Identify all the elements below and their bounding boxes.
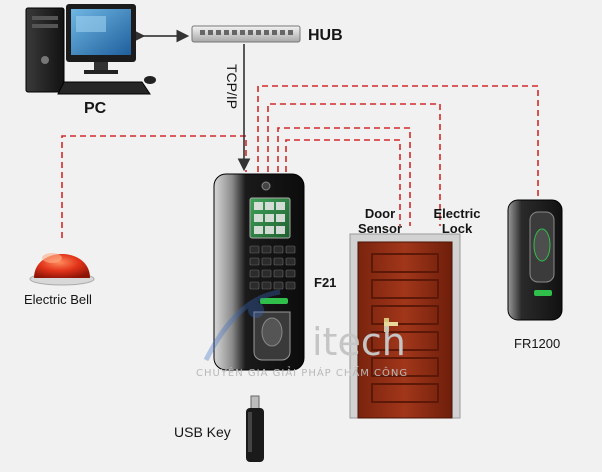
usb-key <box>246 395 264 462</box>
electric-lock-label: Electric Lock <box>426 206 488 236</box>
watermark-brand: itech <box>312 320 406 364</box>
electric-lock-line1: Electric <box>433 206 481 221</box>
fr1200-label: FR1200 <box>514 336 561 351</box>
electric-lock-line2: Lock <box>441 221 473 236</box>
watermark-logo <box>203 289 281 362</box>
fr1200-reader <box>507 199 563 321</box>
pc-tower <box>25 7 65 93</box>
f21-keypad <box>249 245 296 290</box>
usb-key-label: USB Key <box>174 424 231 440</box>
watermark-slogan: CHUYÊN GIA GIẢI PHÁP CHẤM CÔNG <box>196 368 409 379</box>
wire-electric-bell <box>61 135 247 238</box>
wire-electric-lock <box>267 103 441 226</box>
door-sensor-line1: Door <box>364 206 396 221</box>
electric-bell <box>29 253 95 286</box>
tcpip-label: TCP/IP <box>224 64 240 110</box>
door <box>349 233 461 419</box>
wire-fr1200 <box>257 85 539 196</box>
wiring <box>61 85 539 238</box>
pc-keyboard <box>57 81 151 95</box>
hub-switch <box>191 25 301 43</box>
hub-label: HUB <box>308 27 343 44</box>
f21-terminal <box>213 173 305 371</box>
wire-door-sensor <box>277 127 411 226</box>
f21-label: F21 <box>314 275 337 290</box>
pc-label: PC <box>84 100 107 117</box>
door-sensor-line2: Sensor <box>357 221 403 236</box>
wire-door-sensor-2 <box>285 139 401 226</box>
electric-bell-label: Electric Bell <box>24 292 92 307</box>
door-sensor-label: Door Sensor <box>352 206 408 236</box>
pc-computer <box>25 4 156 95</box>
